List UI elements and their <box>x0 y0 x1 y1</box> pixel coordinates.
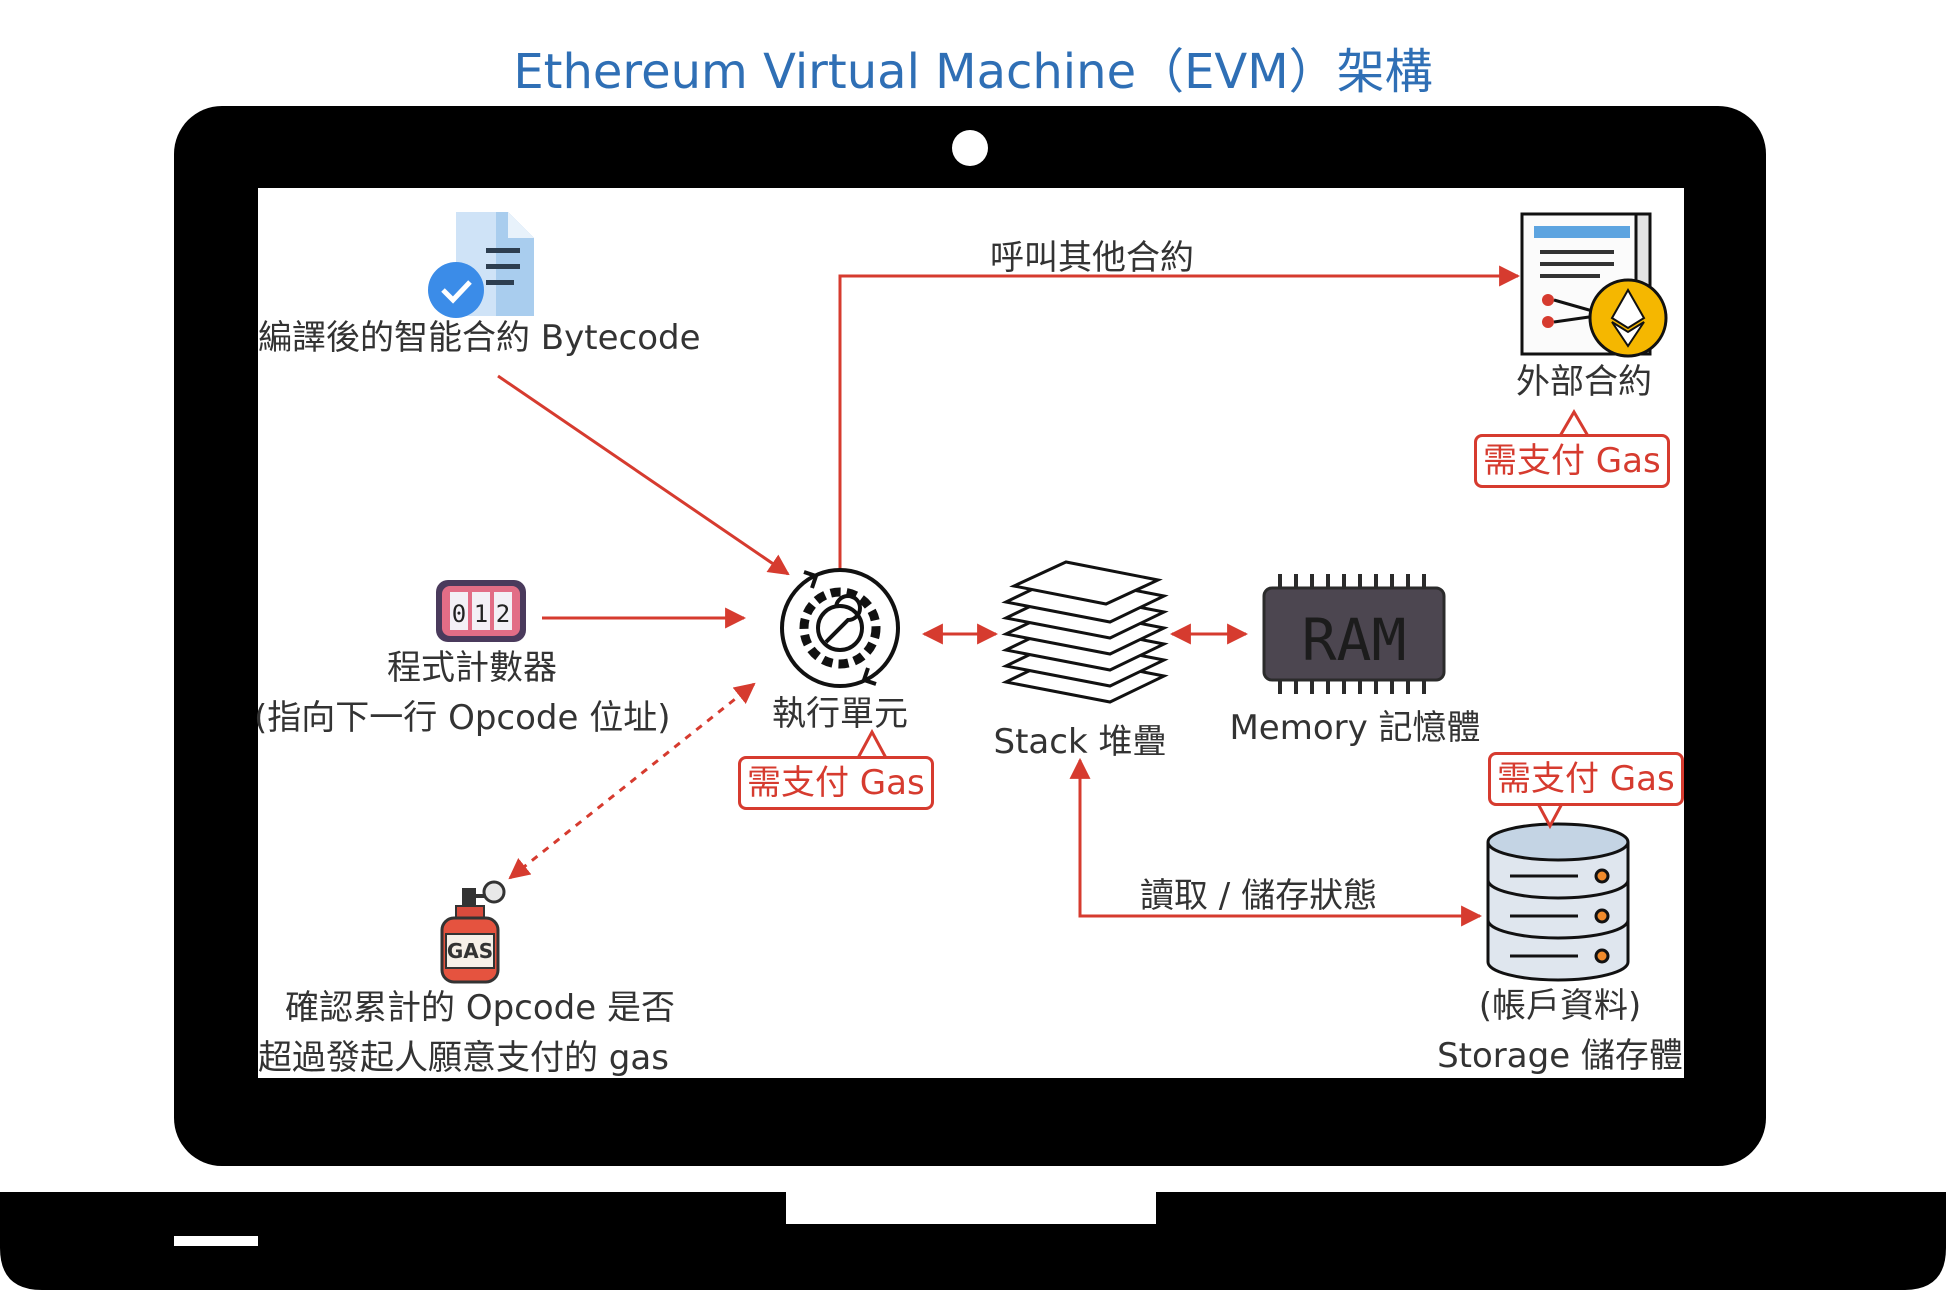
counter-sublabel: (指向下一行 Opcode 位址) <box>254 698 671 738</box>
document-check-icon <box>428 212 534 318</box>
memory-label: Memory 記憶體 <box>1229 708 1481 748</box>
webcam-icon <box>952 130 988 166</box>
laptop-notch <box>786 1192 1156 1224</box>
gas-icon-text: GAS <box>447 939 493 963</box>
storage-gas-badge: 需支付 Gas <box>1488 752 1684 806</box>
exec-label: 執行單元 <box>772 694 908 734</box>
exec-gas-badge: 需支付 Gas <box>738 756 934 810</box>
call-contract-edge-label: 呼叫其他合約 <box>990 238 1194 278</box>
storage-sublabel: (帳戶資料) <box>1478 986 1642 1026</box>
stack-label: Stack 堆疊 <box>993 722 1167 762</box>
diagram-title: Ethereum Virtual Machine（EVM）架構 <box>513 44 1433 100</box>
edge-exec-external <box>838 265 1521 572</box>
connectors <box>497 265 1521 927</box>
database-icon <box>1486 822 1630 982</box>
gas-canister-icon: GAS <box>440 880 506 984</box>
gas-check-label-line1: 確認累計的 Opcode 是否 <box>285 988 675 1028</box>
storage-label: Storage 儲存體 <box>1437 1036 1683 1076</box>
edge-gas-exec <box>508 682 756 880</box>
badge-pointers <box>856 409 1590 830</box>
gas-check-label-line2: 超過發起人願意支付的 gas <box>258 1038 669 1078</box>
svg-text:1: 1 <box>474 600 488 628</box>
external-contract-label: 外部合約 <box>1516 362 1652 402</box>
external-gas-badge: 需支付 Gas <box>1474 434 1670 488</box>
laptop-base <box>0 1192 1946 1290</box>
svg-text:2: 2 <box>496 600 510 628</box>
ethereum-contract-icon <box>1520 212 1668 358</box>
gear-wrench-icon <box>780 568 900 688</box>
edge-bytecode-exec <box>497 374 790 576</box>
bytecode-label: 編譯後的智能合約 Bytecode <box>258 318 701 358</box>
read-store-edge-label: 讀取 / 儲存狀態 <box>1140 876 1378 916</box>
edge-stack-storage <box>1069 757 1483 927</box>
svg-text:0: 0 <box>452 600 466 628</box>
laptop-indicator <box>174 1236 258 1246</box>
paper-stack-icon <box>1001 560 1169 704</box>
ram-chip-icon: RAM <box>1262 574 1446 694</box>
counter-label: 程式計數器 <box>387 648 557 688</box>
ram-icon-text: RAM <box>1302 606 1407 674</box>
counter-icon: 0 1 2 <box>436 580 526 642</box>
